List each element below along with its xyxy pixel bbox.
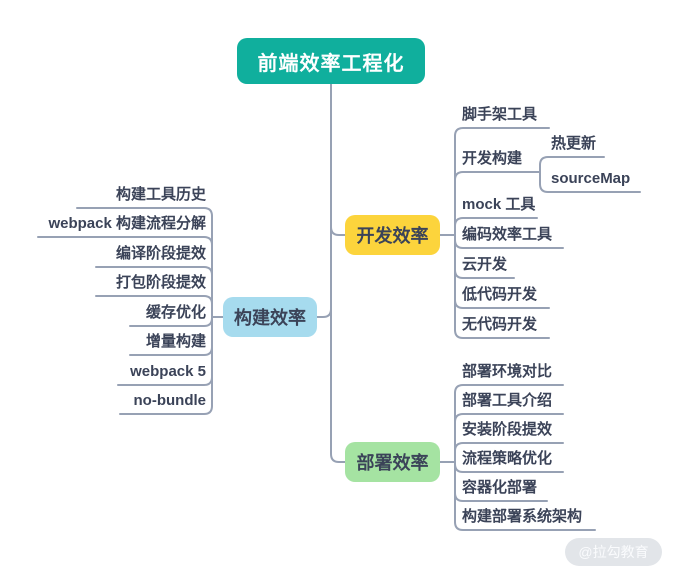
leaf-webpack-flow[interactable]: webpack 构建流程分解 [48, 215, 206, 232]
leaf-deploy-tools-intro[interactable]: 部署工具介绍 [462, 392, 553, 409]
leaf-cloud-dev[interactable]: 云开发 [462, 256, 508, 273]
leaf-webpack5[interactable]: webpack 5 [130, 363, 206, 380]
branch-deploy-topic[interactable]: 部署效率 [345, 442, 440, 482]
leaf-lowcode-dev[interactable]: 低代码开发 [462, 286, 538, 303]
leaf-cache-optimization[interactable]: 缓存优化 [145, 304, 206, 321]
leaf-nocode-dev[interactable]: 无代码开发 [462, 316, 538, 333]
leaf-no-bundle[interactable]: no-bundle [133, 392, 206, 409]
elbow-build [316, 308, 332, 318]
leaf-compile-stage[interactable]: 编译阶段提效 [115, 245, 206, 262]
leaf-install-stage[interactable]: 安装阶段提效 [462, 421, 553, 438]
leaf-hot-reload[interactable]: 热更新 [551, 135, 597, 152]
leaf-process-strategy[interactable]: 流程策略优化 [462, 450, 553, 467]
elbow-dev [330, 226, 346, 236]
leaf-coding-efficiency-tools[interactable]: 编码效率工具 [462, 226, 553, 243]
leaf-build-tool-history[interactable]: 构建工具历史 [115, 186, 206, 203]
leaf-bundle-stage[interactable]: 打包阶段提效 [115, 274, 206, 291]
leaf-sourcemap[interactable]: sourceMap [551, 170, 631, 187]
root-topic[interactable]: 前端效率工程化 [237, 38, 425, 84]
leaf-incremental-build[interactable]: 增量构建 [145, 333, 206, 350]
leaf-mock-tools[interactable]: mock 工具 [462, 196, 536, 213]
leaf-deploy-env-compare[interactable]: 部署环境对比 [462, 363, 553, 380]
branch-build-topic[interactable]: 构建效率 [223, 297, 317, 337]
leaf-build-deploy-architecture[interactable]: 构建部署系统架构 [462, 508, 583, 525]
leaf-container-deploy[interactable]: 容器化部署 [462, 479, 538, 496]
leaf-scaffold-tools[interactable]: 脚手架工具 [462, 106, 538, 123]
watermark-badge: @拉勾教育 [565, 538, 662, 566]
branch-dev-topic[interactable]: 开发效率 [345, 215, 440, 255]
trunk-line [330, 83, 346, 463]
leaf-dev-build[interactable]: 开发构建 [462, 150, 523, 167]
